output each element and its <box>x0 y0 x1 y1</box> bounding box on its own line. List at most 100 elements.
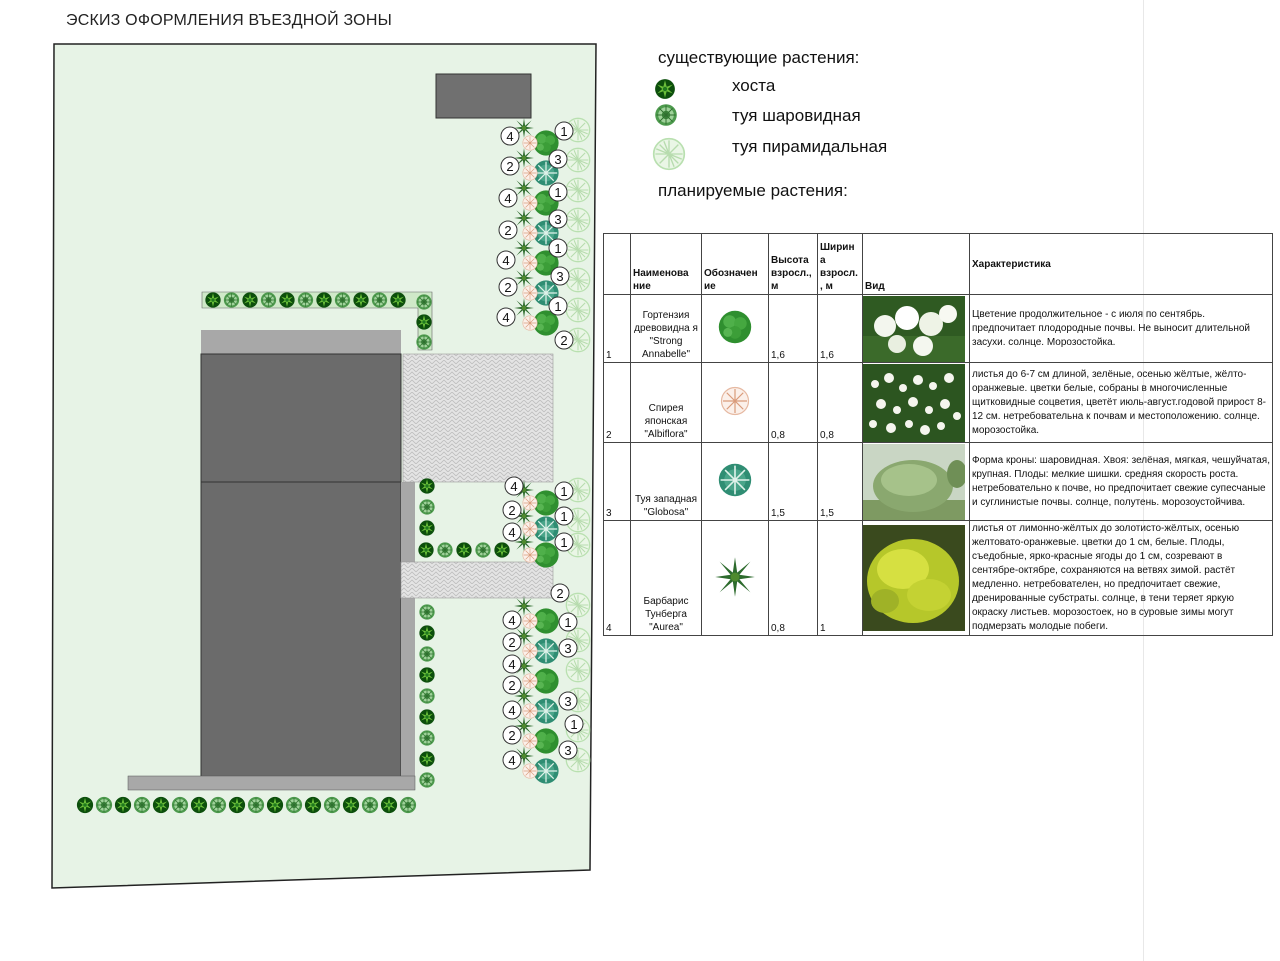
plant-number-marker: 1 <box>554 506 574 526</box>
plant-width: 1 <box>817 520 863 636</box>
spirea-icon <box>701 362 769 443</box>
svg-text:2: 2 <box>508 635 515 650</box>
plant-number-marker: 2 <box>502 675 522 695</box>
hedge-marker <box>437 542 453 558</box>
spirea-marker <box>522 135 538 151</box>
hedge-marker <box>419 772 435 788</box>
plant-table: Наименова ние Обозначен ие Высота взросл… <box>603 233 1273 636</box>
hedge-marker <box>152 796 170 814</box>
plant-width: 1,6 <box>817 294 863 363</box>
legend-thuja-pyramid-label: туя пирамидальная <box>732 137 888 156</box>
svg-text:4: 4 <box>502 310 509 325</box>
hedge-marker <box>209 796 227 814</box>
thuja-pyramid-marker <box>565 237 591 263</box>
hedge-marker <box>419 709 435 725</box>
col-width: Ширин а взросл. , м <box>817 233 863 295</box>
col-num <box>603 233 631 295</box>
hedge-marker <box>361 796 379 814</box>
svg-text:4: 4 <box>508 525 515 540</box>
plant-number-marker: 4 <box>502 522 522 542</box>
plant-name: Туя западная "Globosa" <box>630 442 702 521</box>
thuja-photo <box>862 442 970 521</box>
plant-number-marker: 3 <box>558 691 578 711</box>
svg-text:2: 2 <box>556 586 563 601</box>
svg-text:3: 3 <box>554 212 561 227</box>
hedge-marker <box>342 796 360 814</box>
hedge-marker <box>114 796 132 814</box>
thuja-globe-icon <box>654 103 678 127</box>
spirea-marker <box>522 521 538 537</box>
plant-number-marker: 1 <box>548 182 568 202</box>
plant-number-marker: 2 <box>502 632 522 652</box>
hedge-marker <box>419 604 435 620</box>
plant-number-marker: 4 <box>498 188 518 208</box>
hosta-marker <box>242 292 258 308</box>
house-upper <box>200 353 402 483</box>
svg-text:3: 3 <box>556 269 563 284</box>
svg-text:1: 1 <box>554 241 561 256</box>
svg-text:4: 4 <box>508 703 515 718</box>
hedge-marker <box>266 796 284 814</box>
plant-number-marker: 3 <box>558 740 578 760</box>
plant-description: листья до 6-7 см длиной, зелёные, осенью… <box>969 362 1273 443</box>
plant-height: 1,5 <box>768 442 818 521</box>
plant-number-marker: 2 <box>498 277 518 297</box>
spirea-marker <box>522 673 538 689</box>
spirea-marker <box>522 703 538 719</box>
hedge-marker <box>133 796 151 814</box>
plant-number-marker: 1 <box>564 714 584 734</box>
plant-description: Форма кроны: шаровидная. Хвоя: зелёная, … <box>969 442 1273 521</box>
thuja-pyramid-marker <box>565 657 591 683</box>
hedge-marker <box>419 520 435 536</box>
svg-text:1: 1 <box>560 124 567 139</box>
plant-number-marker: 4 <box>502 750 522 770</box>
plant-number-marker: 2 <box>502 500 522 520</box>
outbuilding <box>435 73 532 119</box>
hedge-marker <box>171 796 189 814</box>
svg-text:1: 1 <box>560 509 567 524</box>
table-row: 3 Туя западная "Globosa" 1,5 1,5 Форма к… <box>603 442 1273 521</box>
plant-number-marker: 1 <box>548 296 568 316</box>
plant-number-marker: 3 <box>558 638 578 658</box>
thuja-globe-marker <box>223 292 240 308</box>
hedge-marker <box>95 796 113 814</box>
svg-text:2: 2 <box>508 678 515 693</box>
thuja-pyramid-marker <box>565 267 591 293</box>
plant-number-marker: 3 <box>548 149 568 169</box>
table-header-row: Наименова ние Обозначен ие Высота взросл… <box>603 233 1273 295</box>
legend-existing-heading: существующие растения: <box>658 48 860 67</box>
hedge-marker <box>419 688 435 704</box>
hedge-marker <box>399 796 417 814</box>
thuja-globe-marker <box>297 292 314 308</box>
svg-text:2: 2 <box>508 728 515 743</box>
thuja-globe-marker <box>260 292 277 308</box>
thuja-globosa-icon <box>701 442 769 521</box>
hedge-marker <box>419 499 435 515</box>
plant-height: 1,6 <box>768 294 818 363</box>
hydrangea-photo <box>862 294 970 363</box>
house-lower <box>200 481 402 781</box>
hedge-marker <box>419 646 435 662</box>
plant-width: 1,5 <box>817 442 863 521</box>
svg-text:2: 2 <box>508 503 515 518</box>
svg-text:3: 3 <box>564 743 571 758</box>
svg-text:2: 2 <box>504 223 511 238</box>
barberry-marker <box>514 208 534 228</box>
hosta-marker <box>416 314 432 330</box>
thuja-pyramid-icon <box>652 137 686 171</box>
spirea-marker <box>522 195 538 211</box>
svg-text:1: 1 <box>560 535 567 550</box>
hedge-marker <box>247 796 265 814</box>
legend-planned-heading: планируемые растения: <box>658 181 848 200</box>
svg-text:4: 4 <box>508 657 515 672</box>
plant-description: листья от лимонно-жёлтых до золотисто-жё… <box>969 520 1273 636</box>
plant-number-marker: 1 <box>548 238 568 258</box>
svg-text:1: 1 <box>570 717 577 732</box>
plant-width: 0,8 <box>817 362 863 443</box>
plant-number-marker: 3 <box>548 209 568 229</box>
row-num: 1 <box>603 294 631 363</box>
hedge-marker <box>190 796 208 814</box>
hedge-marker <box>419 625 435 641</box>
plant-number-marker: 4 <box>504 476 524 496</box>
